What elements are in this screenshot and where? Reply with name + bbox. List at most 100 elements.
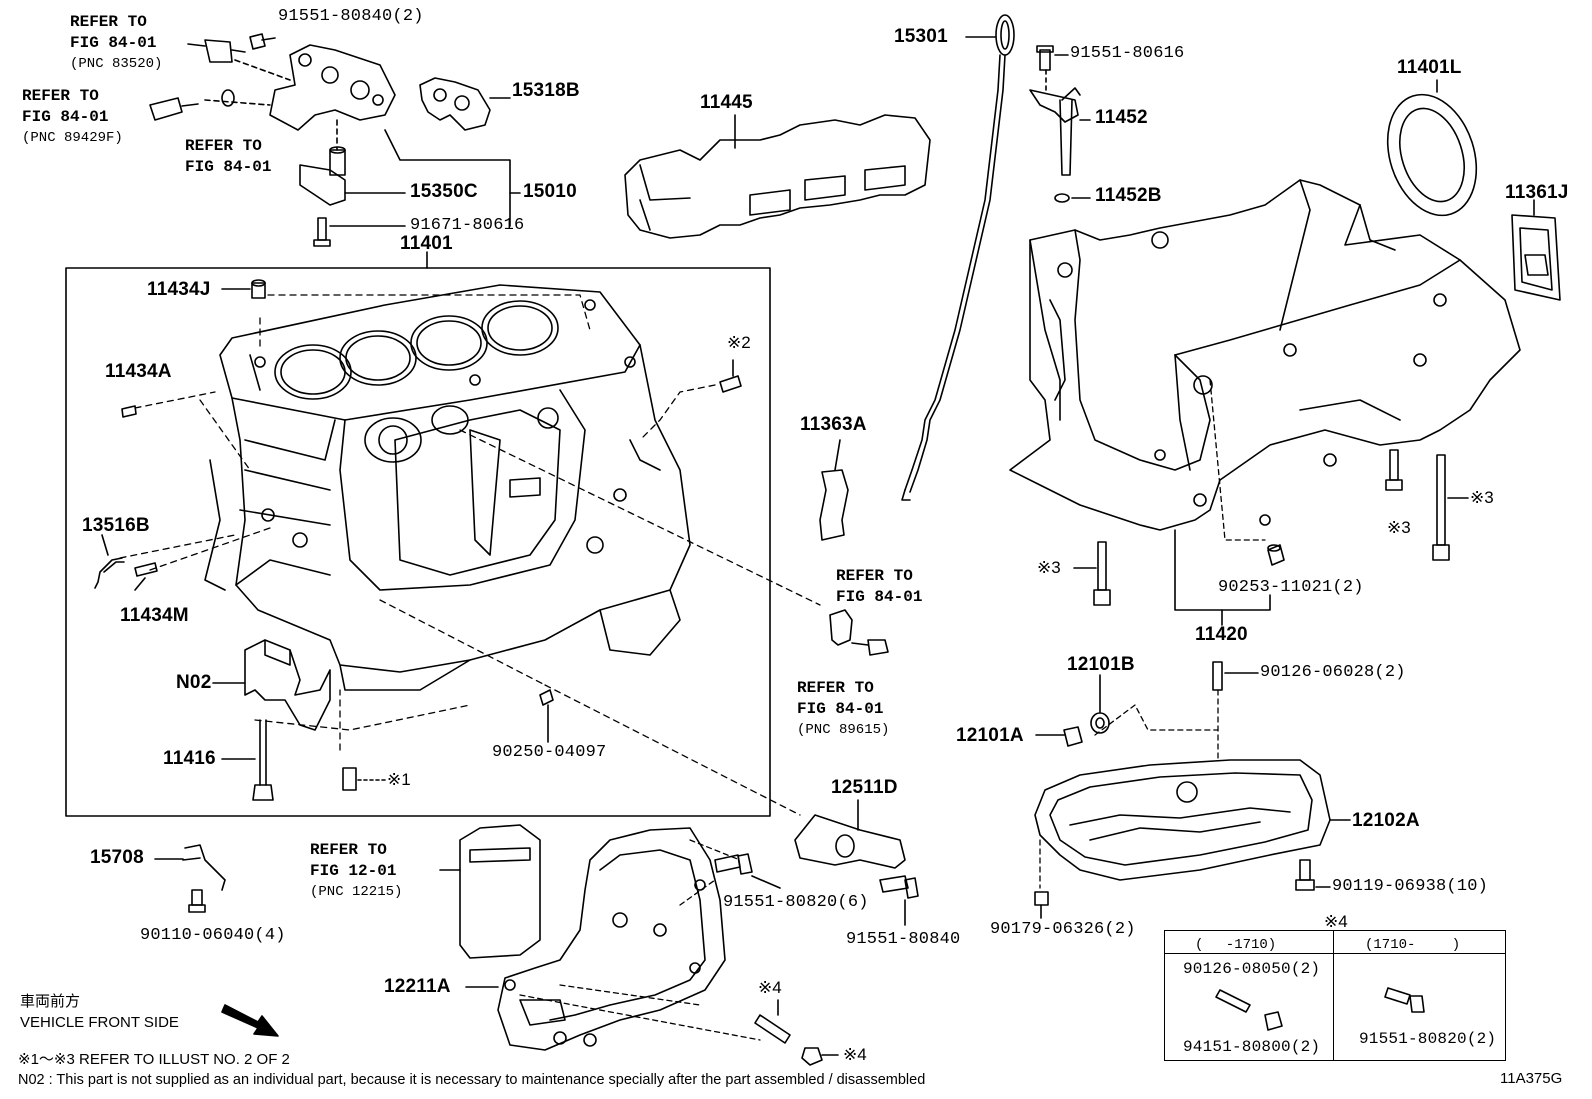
ref-knock-top-line1: REFER TO xyxy=(836,567,913,585)
mark-3b: ※3 xyxy=(1470,488,1494,507)
oilpan-dash-lines xyxy=(1039,689,1219,889)
clamp-15708 xyxy=(154,844,226,913)
part-11363a[interactable]: 11363A xyxy=(800,414,867,435)
part-90119-06938-10[interactable]: 90119-06938(10) xyxy=(1332,877,1489,896)
bolts-m3 xyxy=(1073,449,1469,606)
mark-4b: ※4 xyxy=(843,1045,867,1064)
part-15318b[interactable]: 15318B xyxy=(512,80,580,101)
vehicle-front-jp: 車両前方 xyxy=(20,993,81,1010)
part-91551-80840-2[interactable]: 91551-80840(2) xyxy=(278,7,424,26)
table-bolt-icons xyxy=(1215,987,1425,1031)
ref-ocv: REFER TO FIG 84-01 xyxy=(185,136,271,178)
bracket-12511d xyxy=(794,799,906,869)
insulator-11363a xyxy=(819,439,849,541)
part-11434m[interactable]: 11434M xyxy=(120,605,189,626)
part-91551-80840[interactable]: 91551-80840 xyxy=(846,930,961,949)
part-11401[interactable]: 11401 xyxy=(400,233,453,254)
part-13516b[interactable]: 13516B xyxy=(82,515,150,536)
part-91671-80616[interactable]: 91671-80616 xyxy=(410,216,525,235)
part-11452[interactable]: 11452 xyxy=(1095,107,1148,128)
ref-ocv-line2: FIG 84-01 xyxy=(185,158,272,176)
mark-4-table: ※4 xyxy=(1324,912,1348,931)
part-90110-06040-4[interactable]: 90110-06040(4) xyxy=(140,926,286,945)
n02-supply-note: N02 : This part is not supplied as an in… xyxy=(18,1072,926,1088)
part-90179-06326-2[interactable]: 90179-06326(2) xyxy=(990,920,1136,939)
pin-m1 xyxy=(342,767,386,791)
ref-ocv-line1: REFER TO xyxy=(185,137,262,155)
bolt-11416 xyxy=(221,719,274,801)
mark-2: ※2 xyxy=(727,333,751,352)
refer-illust-note: ※1～※3 REFER TO ILLUST NO. 2 OF 2 xyxy=(18,1051,290,1068)
oil-pump-box xyxy=(439,824,541,959)
ref-oil-pump-line1: REFER TO xyxy=(310,841,387,859)
pin-m2 xyxy=(719,359,742,393)
part-90126-06028-2[interactable]: 90126-06028(2) xyxy=(1260,663,1406,682)
part-11445[interactable]: 11445 xyxy=(700,92,753,113)
water-jacket-spacer-11445 xyxy=(624,114,931,239)
part-12511d[interactable]: 12511D xyxy=(831,777,898,798)
mark-3a: ※3 xyxy=(1387,518,1411,537)
ref-knock-bottom-line1: REFER TO xyxy=(797,679,874,697)
part-11434a[interactable]: 11434A xyxy=(105,361,172,382)
ref-83520-line1: REFER TO xyxy=(70,13,147,31)
table-column-divider xyxy=(1333,931,1334,1060)
knock-sensor xyxy=(829,609,889,656)
front-arrow xyxy=(221,1004,279,1037)
part-15350c[interactable]: 15350C xyxy=(410,181,478,202)
table-part-90126-08050[interactable]: 90126-08050(2) xyxy=(1183,960,1321,978)
part-11452b[interactable]: 11452B xyxy=(1095,185,1162,206)
ref-oil-pump: REFER TO FIG 12-01 (PNC 12215) xyxy=(310,840,402,903)
ref-83520-line3: (PNC 83520) xyxy=(70,56,163,72)
variant-table: ( -1710) (1710- ) 90126-08050(2) 94151-8… xyxy=(1164,930,1506,1061)
ocv-group xyxy=(149,33,521,247)
part-15010[interactable]: 15010 xyxy=(523,181,577,202)
part-11416[interactable]: 11416 xyxy=(163,748,216,769)
pin-11434j xyxy=(221,279,266,299)
ref-89429f-line1: REFER TO xyxy=(22,87,99,105)
part-11434j[interactable]: 11434J xyxy=(147,279,211,300)
block-group-frame xyxy=(65,267,771,817)
pin-11434a xyxy=(121,405,137,418)
part-90253-11021-2[interactable]: 90253-11021(2) xyxy=(1218,578,1364,597)
part-12101a[interactable]: 12101A xyxy=(956,725,1024,746)
table-part-91551-80820[interactable]: 91551-80820(2) xyxy=(1359,1030,1497,1048)
ref-89429f-line3: (PNC 89429F) xyxy=(22,130,123,146)
dashes-oilpan xyxy=(1209,379,1266,541)
plug-90253 xyxy=(1267,544,1285,566)
part-12101b[interactable]: 12101B xyxy=(1067,654,1135,675)
table-header-left: ( -1710) xyxy=(1195,937,1277,953)
part-11361j[interactable]: 11361J xyxy=(1505,182,1569,203)
ref-83520: REFER TO FIG 84-01 (PNC 83520) xyxy=(70,12,162,75)
ref-knock-bottom: REFER TO FIG 84-01 (PNC 89615) xyxy=(797,678,889,741)
mark-1: ※1 xyxy=(387,770,411,789)
cover-bolts xyxy=(714,853,839,1066)
part-11401l[interactable]: 11401L xyxy=(1397,57,1462,78)
part-90250-04097[interactable]: 90250-04097 xyxy=(492,743,607,762)
dipstick-15301 xyxy=(901,14,1015,501)
part-91551-80820-6[interactable]: 91551-80820(6) xyxy=(723,893,869,912)
part-12211a[interactable]: 12211A xyxy=(384,976,451,997)
table-part-94151-80800[interactable]: 94151-80800(2) xyxy=(1183,1038,1321,1056)
ref-oil-pump-line2: FIG 12-01 xyxy=(310,862,397,880)
bolt-91551-80840 xyxy=(879,875,919,926)
table-header-divider xyxy=(1165,953,1505,954)
table-header-right: (1710- ) xyxy=(1365,937,1461,953)
ref-oil-pump-line3: (PNC 12215) xyxy=(310,884,403,900)
mark-4a: ※4 xyxy=(758,978,782,997)
mark-3c: ※3 xyxy=(1037,558,1061,577)
part-91551-80616[interactable]: 91551-80616 xyxy=(1070,44,1185,63)
part-n02[interactable]: N02 xyxy=(176,672,212,693)
part-15301[interactable]: 15301 xyxy=(894,26,948,47)
figure-code: 11A375G xyxy=(1500,1070,1563,1087)
cylinder-block-drawing xyxy=(204,284,691,691)
part-15708[interactable]: 15708 xyxy=(90,847,144,868)
ref-89429f-line2: FIG 84-01 xyxy=(22,108,109,126)
part-12102a[interactable]: 12102A xyxy=(1352,810,1420,831)
part-11420[interactable]: 11420 xyxy=(1195,624,1248,645)
vehicle-front-en: VEHICLE FRONT SIDE xyxy=(20,1014,179,1031)
pin-90250-04097 xyxy=(539,689,554,743)
pin-11434m xyxy=(134,562,158,591)
ref-knock-bottom-line2: FIG 84-01 xyxy=(797,700,884,718)
oil-seal-11401l xyxy=(1386,79,1478,217)
